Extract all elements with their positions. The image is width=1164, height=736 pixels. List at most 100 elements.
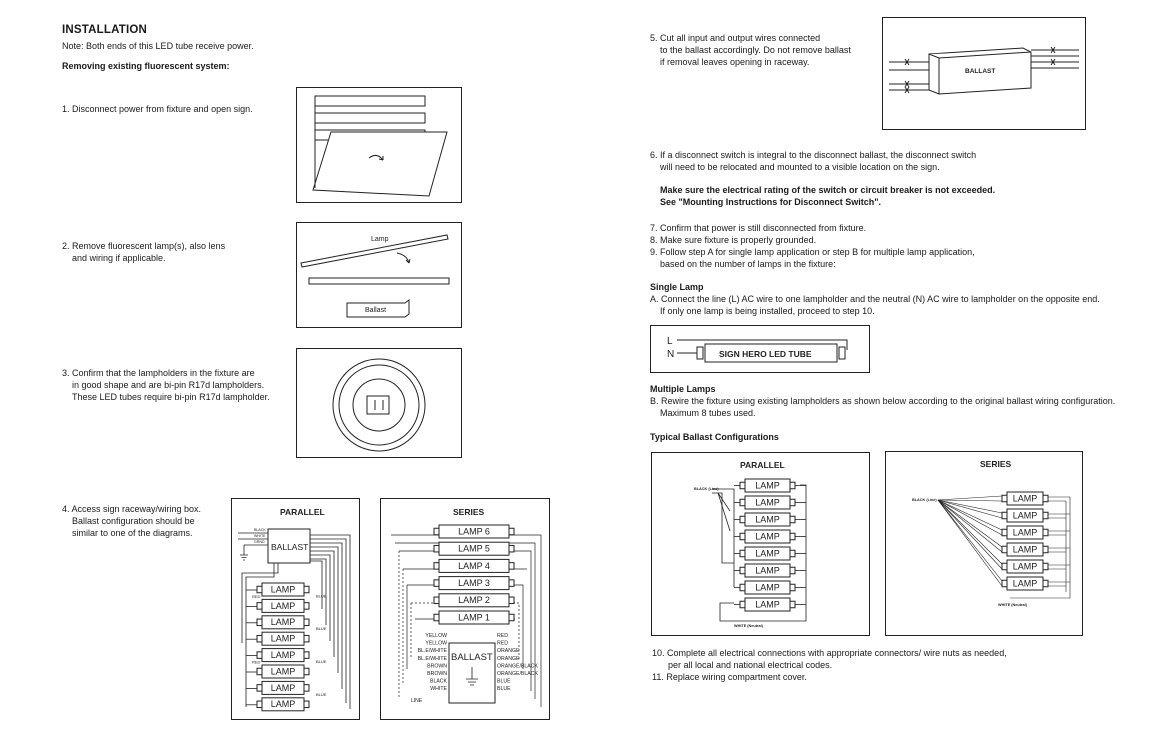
- svg-text:LAMP 5: LAMP 5: [458, 544, 490, 554]
- step-9-line-1: 9. Follow step A for single lamp applica…: [650, 247, 975, 257]
- led-tube-label: SIGN HERO LED TUBE: [719, 349, 812, 359]
- step-6-line-2: will need to be relocated and mounted to…: [660, 162, 940, 172]
- svg-text:LAMP: LAMP: [755, 599, 780, 609]
- blue-wire-label: BLUE: [316, 692, 327, 697]
- series-lamp: LAMP 1: [433, 610, 515, 625]
- typical-parallel-title: PARALLEL: [740, 460, 785, 470]
- fig5-ballast-label: BALLAST: [965, 68, 995, 75]
- svg-text:LAMP: LAMP: [755, 514, 780, 524]
- step-6-line-1: 6. If a disconnect switch is integral to…: [650, 150, 977, 160]
- svg-text:LAMP: LAMP: [271, 584, 296, 594]
- step-5-line-2: to the ballast accordingly. Do not remov…: [660, 45, 851, 55]
- svg-text:LAMP: LAMP: [271, 650, 296, 660]
- series-left-wire-label: BROWN: [427, 671, 447, 677]
- series-right-wire-label: ORANGE/BLACK: [497, 671, 538, 677]
- svg-text:LAMP: LAMP: [271, 699, 296, 709]
- parallel-lamp: LAMP: [256, 664, 310, 679]
- series-left-wire-label: BL.E/WHITE: [418, 648, 448, 654]
- open-sign-illustration: [312, 95, 448, 197]
- lamp-label: Lamp: [371, 236, 389, 243]
- series-right-wire-label: BLUE: [497, 679, 511, 685]
- figure-remove-lamp: Lamp Ballast: [296, 222, 462, 328]
- typical-series-lamp: LAMP: [1001, 559, 1049, 574]
- svg-text:LAMP: LAMP: [755, 480, 780, 490]
- parallel-wiring-svg: PARALLEL BALLAST BLACK WHITE GRND LAMPLA…: [238, 507, 351, 712]
- series-lamp: LAMP 4: [433, 558, 515, 573]
- multiple-lamps-heading: Multiple Lamps: [650, 384, 716, 394]
- step-4-line-1: 4. Access sign raceway/wiring box.: [62, 504, 202, 514]
- series-left-wire-label: WHITE: [430, 686, 447, 692]
- series-right-wire-label: RED: [497, 641, 508, 647]
- typical-parallel-lamp: LAMP: [739, 580, 796, 595]
- parallel-ballast-label: BALLAST: [271, 542, 308, 552]
- step-7: 7. Confirm that power is still disconnec…: [650, 223, 867, 233]
- typical-series-svg: SERIES BLACK (Line) WHITE (Neutral) LAMP…: [912, 459, 1071, 607]
- typical-series-lamp: LAMP: [1001, 525, 1049, 540]
- step-4-line-2: Ballast configuration should be: [72, 516, 195, 526]
- series-left-wire-label: BLACK: [430, 679, 448, 685]
- parallel-lamp: LAMP: [256, 582, 310, 597]
- series-right-wire-label: ORANGE/BLACK: [497, 663, 538, 669]
- typical-parallel-lamp: LAMP: [739, 529, 796, 544]
- typical-parallel-svg: PARALLEL BLACK (Line) WHITE (Neutral) LA…: [694, 460, 807, 628]
- ballast-label: Ballast: [365, 307, 386, 314]
- typical-configs-heading: Typical Ballast Configurations: [650, 432, 779, 442]
- parallel-lamp: LAMP: [256, 648, 310, 663]
- svg-text:LAMP 6: LAMP 6: [458, 526, 490, 536]
- series-left-wire-label: BROWN: [427, 663, 447, 669]
- svg-text:LAMP: LAMP: [1013, 527, 1038, 537]
- step-4-line-3: similar to one of the diagrams.: [72, 528, 193, 538]
- series-lamp: LAMP 3: [433, 576, 515, 591]
- series-lamp: LAMP 5: [433, 541, 515, 556]
- series-right-wire-label: RED: [497, 633, 508, 639]
- cut-wires-illustration: BALLAST: [889, 46, 1079, 95]
- note-text: Note: Both ends of this LED tube receive…: [62, 41, 254, 51]
- parallel-ballast-box: [267, 528, 311, 564]
- step-a-line-2: If only one lamp is being installed, pro…: [660, 306, 875, 316]
- warning-line-2: See "Mounting Instructions for Disconnec…: [660, 197, 882, 207]
- svg-text:LAMP: LAMP: [271, 617, 296, 627]
- svg-text:LAMP: LAMP: [755, 582, 780, 592]
- parallel-lamp: LAMP: [256, 680, 310, 695]
- svg-text:LAMP: LAMP: [271, 601, 296, 611]
- wire-label-black: BLACK: [254, 528, 266, 532]
- typical-series-lamp: LAMP: [1001, 508, 1049, 523]
- series-lamp: LAMP 6: [433, 524, 515, 539]
- installation-heading: INSTALLATION: [62, 24, 148, 36]
- typical-parallel-lamp: LAMP: [739, 478, 796, 493]
- blue-wire-label: BLUE: [316, 593, 327, 598]
- step-2-line-2: and wiring if applicable.: [72, 253, 166, 263]
- neutral-label: N: [667, 349, 674, 360]
- typical-parallel-lamp: LAMP: [739, 495, 796, 510]
- svg-text:LAMP: LAMP: [271, 666, 296, 676]
- step-1: 1. Disconnect power from fixture and ope…: [62, 104, 253, 114]
- typical-parallel-lamp: LAMP: [739, 563, 796, 578]
- typical-series-diagram: SERIES BLACK (Line) WHITE (Neutral) LAMP…: [885, 451, 1083, 636]
- typical-parallel-lamp: LAMP: [739, 546, 796, 561]
- svg-text:LAMP: LAMP: [1013, 510, 1038, 520]
- step-11: 11. Replace wiring compartment cover.: [652, 672, 807, 682]
- typical-series-line-label: BLACK (Line): [912, 498, 937, 502]
- series-title: SERIES: [453, 507, 485, 517]
- step-10-line-2: per all local and national electrical co…: [668, 660, 833, 670]
- typical-parallel-neutral-label: WHITE (Neutral): [734, 624, 764, 628]
- series-right-wire-label: ORANGE: [497, 656, 520, 662]
- series-right-wire-label: ORANGE: [497, 648, 520, 654]
- step-5-line-1: 5. Cut all input and output wires connec…: [650, 33, 821, 43]
- remove-lamp-illustration: Lamp Ballast: [300, 234, 450, 318]
- step-2-line-1: 2. Remove fluorescent lamp(s), also lens: [62, 241, 226, 251]
- single-lamp-svg: L N SIGN HERO LED TUBE: [667, 336, 848, 363]
- svg-text:LAMP: LAMP: [755, 548, 780, 558]
- series-left-wire-label: BL.E/WHITE: [418, 656, 448, 662]
- wire-label-grnd: GRND: [254, 540, 265, 544]
- lampholder-illustration: [332, 358, 426, 452]
- series-ballast-label: BALLAST: [451, 652, 493, 663]
- red-wire-label: RED: [252, 660, 261, 665]
- step-b-line-2: Maximum 8 tubes used.: [660, 408, 756, 418]
- svg-text:LAMP: LAMP: [1013, 544, 1038, 554]
- typical-series-lamp: LAMP: [1001, 491, 1049, 506]
- svg-text:LAMP: LAMP: [755, 531, 780, 541]
- step-3-line-2: in good shape and are bi-pin R17d lampho…: [72, 380, 265, 390]
